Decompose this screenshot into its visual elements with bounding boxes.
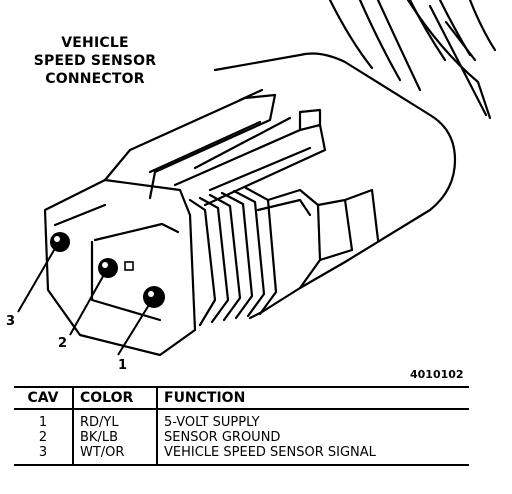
cell-cav: 1 <box>38 415 48 430</box>
cell-function: 5-VOLT SUPPLY <box>156 409 469 430</box>
table-row: 3 WT/OR VEHICLE SPEED SENSOR SIGNAL <box>14 445 469 466</box>
connector-body <box>43 52 457 357</box>
cavity-3 <box>50 232 70 252</box>
header-color: COLOR <box>72 386 157 410</box>
cavity-label-3: 3 <box>6 314 16 329</box>
table-row: 2 BK/LB SENSOR GROUND <box>14 430 469 445</box>
leader-line-2 <box>69 270 107 336</box>
cell-color: WT/OR <box>72 445 157 466</box>
cell-function: SENSOR GROUND <box>156 430 469 445</box>
title-line: SPEED SENSOR <box>33 53 157 69</box>
cell-cav: 3 <box>14 445 73 466</box>
cavity-1 <box>143 286 165 308</box>
title-line: VEHICLE <box>61 35 129 51</box>
header-cav: CAV <box>14 386 73 410</box>
cavity-2 <box>98 258 134 278</box>
table-header-row: CAV COLOR FUNCTION <box>14 386 469 410</box>
header-function: FUNCTION <box>156 386 469 410</box>
cell-function: VEHICLE SPEED SENSOR SIGNAL <box>156 445 469 466</box>
cell-cav: 2 <box>38 430 48 445</box>
figure-code: 4010102 <box>410 368 464 381</box>
cell-color: BK/LB <box>72 430 157 445</box>
leader-line-1 <box>117 299 153 356</box>
diagram-title: VEHICLE SPEED SENSOR CONNECTOR <box>20 34 170 88</box>
table-row: 1 RD/YL 5-VOLT SUPPLY <box>14 409 469 430</box>
cavity-label-1: 1 <box>118 358 128 373</box>
title-line: CONNECTOR <box>45 71 145 87</box>
wire-bundle <box>328 0 497 120</box>
leader-line-3 <box>17 244 58 313</box>
cell-color: RD/YL <box>72 409 157 430</box>
pinout-table: CAV COLOR FUNCTION 1 RD/YL 5-VOLT SUPPLY… <box>14 386 469 466</box>
cavity-label-2: 2 <box>58 336 68 351</box>
